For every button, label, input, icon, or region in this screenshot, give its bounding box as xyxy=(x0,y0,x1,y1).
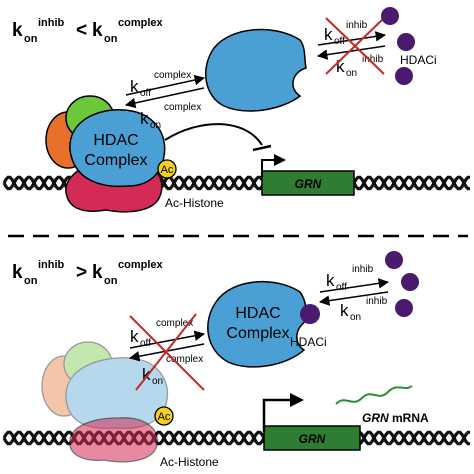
koff-inhib-sub: off xyxy=(336,282,347,293)
kon-inhib-sup: inhib xyxy=(362,54,384,65)
kon-inhib-k: k xyxy=(340,301,349,320)
kon-inhib-arrow xyxy=(316,45,386,60)
bottom-title: k on inhib > k on complex xyxy=(12,259,164,287)
equilibrium-left-bottom: k off complex k on complex xyxy=(128,313,206,391)
kon-sup: complex xyxy=(166,354,203,365)
inhibitor-molecule xyxy=(395,299,413,317)
mrna-label: mRNA xyxy=(392,411,429,425)
kon-arrow xyxy=(124,87,205,109)
koff-inhib-arrow xyxy=(319,278,390,293)
repression-bar xyxy=(252,144,272,152)
mrna-squiggle xyxy=(335,385,413,405)
histone-label-bottom: Ac-Histone xyxy=(160,455,219,469)
kon-inhib-k: k xyxy=(336,57,345,76)
koff-inhib-k: k xyxy=(324,25,333,44)
histone-label-top: Ac-Histone xyxy=(165,196,224,210)
koff-arrow xyxy=(129,330,206,349)
bound-inhibitor xyxy=(300,304,320,324)
orange-subunit xyxy=(41,355,87,417)
koff-k: k xyxy=(130,77,139,96)
gene-label-top: GRN xyxy=(295,177,322,191)
koff-inhib-arrow xyxy=(317,31,387,46)
koff-sub: off xyxy=(140,338,151,349)
title-sup1: inhib xyxy=(38,17,65,29)
dissociated-hdac-complex xyxy=(41,341,168,430)
inhibitor-molecule xyxy=(381,7,399,25)
equilibrium-right-bottom: k off inhib k on inhib xyxy=(318,264,390,323)
top-title: k on inhib < k on complex xyxy=(12,17,164,45)
hdac-complex-top: HDAC Complex Ac xyxy=(45,95,177,213)
mrna-gene-label: GRN xyxy=(362,411,389,425)
inhibitor-molecule xyxy=(397,33,415,51)
equilibrium-left-top: k off complex k on complex xyxy=(124,70,206,131)
acetyl-label-top: Ac xyxy=(161,164,174,176)
title-sub2: on xyxy=(104,33,118,45)
title-sub1: on xyxy=(24,275,38,287)
kon-sup: complex xyxy=(164,102,201,113)
complex-label-line1-bottom: HDAC xyxy=(235,305,280,322)
title-sup2: complex xyxy=(118,17,164,29)
koff-inhib-sub: off xyxy=(334,36,345,47)
kon-inhib-arrow xyxy=(318,291,389,306)
complex-label-line2-top: Complex xyxy=(84,152,147,169)
green-subunit xyxy=(63,341,113,387)
gene-label-bottom: GRN xyxy=(299,432,326,446)
bottom-panel: k on inhib > k on complex GRN GRN mRNA xyxy=(2,251,470,469)
title-sub2: on xyxy=(104,275,118,287)
kon-sub: on xyxy=(152,376,163,387)
promoter-arrowhead-top xyxy=(274,154,286,166)
koff-sup: complex xyxy=(156,318,193,329)
cross-line-b xyxy=(325,17,385,75)
title-operator: < xyxy=(76,20,87,41)
title-operator: > xyxy=(76,262,87,283)
cross-line-b xyxy=(135,313,197,391)
cross-line-a xyxy=(129,315,205,391)
koff-arrow xyxy=(125,74,206,96)
ac-histone-bottom xyxy=(69,417,158,463)
kon-inhib-sup: inhib xyxy=(366,296,388,307)
acetyl-label-bottom: Ac xyxy=(158,411,171,423)
acetyl-badge-bottom xyxy=(154,406,174,426)
title-sup1: inhib xyxy=(38,259,65,271)
top-panel: k on inhib < k on complex GRN HDAC xyxy=(2,7,470,213)
inhibitor-label-top: HDACi xyxy=(400,53,437,67)
kon-inhib-sub: on xyxy=(346,68,357,79)
equilibrium-right-top: k off inhib k on inhib xyxy=(316,17,387,79)
inhibitor-molecule xyxy=(401,273,419,291)
kon-inhib-sub: on xyxy=(350,312,361,323)
promoter-arrow-bottom xyxy=(262,398,298,432)
title-k2: k xyxy=(92,262,103,283)
inhibitor-molecule xyxy=(395,67,413,85)
inhibitor-label-bottom: HDACi xyxy=(290,335,327,349)
koff-k: k xyxy=(130,327,139,346)
koff-inhib-k: k xyxy=(326,271,335,290)
inhibitor-molecule xyxy=(385,251,403,269)
koff-sup: complex xyxy=(154,70,191,81)
title-sub1: on xyxy=(24,33,38,45)
acetyl-badge-top xyxy=(157,159,177,179)
promoter-arrowhead-bottom xyxy=(290,393,304,407)
koff-sub: off xyxy=(140,88,151,99)
title-k1: k xyxy=(12,20,23,41)
kon-sub: on xyxy=(150,120,161,131)
kon-k: k xyxy=(142,365,151,384)
recruitment-arrow xyxy=(164,123,263,146)
free-hdac-complex-top xyxy=(205,28,307,112)
hdac-complex-body-top xyxy=(69,109,166,188)
title-sup2: complex xyxy=(118,259,164,271)
complex-label-line2-bottom: Complex xyxy=(226,325,289,342)
gene-box-top xyxy=(261,170,355,196)
title-k1: k xyxy=(12,262,23,283)
complex-label-line1-top: HDAC xyxy=(93,132,138,149)
kon-k: k xyxy=(140,109,149,128)
koff-inhib-sup: inhib xyxy=(346,20,368,31)
koff-inhib-sup: inhib xyxy=(352,264,374,275)
gene-box-bottom xyxy=(263,425,361,451)
title-k2: k xyxy=(92,20,103,41)
